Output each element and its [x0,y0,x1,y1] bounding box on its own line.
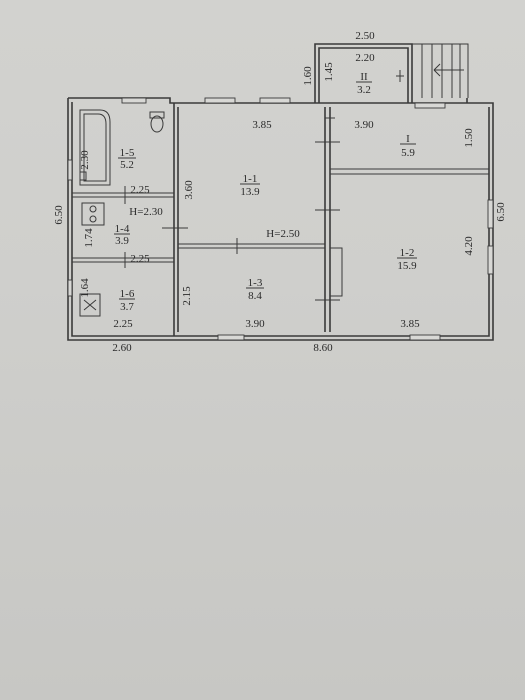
room-area: 5.2 [120,159,134,171]
dim-label: 6.50 [53,205,65,225]
room-label-1-1: 1-1 13.9 [240,173,260,198]
interior-walls [72,103,489,336]
dim-label: 3.90 [245,318,265,330]
room-id: 1-1 [243,173,258,185]
toilet-icon [149,111,165,133]
room-id: I [406,133,410,145]
outer-walls [67,43,494,341]
dimensions: 2.50 2.20 1.60 1.45 3.85 3.90 1.50 3.60 … [53,30,507,354]
dim-label: 2.25 [130,184,150,196]
room-label-1-6: 1-6 3.7 [119,288,135,313]
dim-label: 3.85 [252,119,272,131]
dim-label: 1.50 [463,128,475,148]
dim-label: 2.20 [355,52,375,64]
bathtub-icon [79,109,111,186]
doors [124,70,404,301]
room-area: 8.4 [248,290,262,302]
dim-label: 2.50 [355,30,375,42]
window-top-3 [259,97,291,104]
dim-label: 2.25 [130,253,150,265]
room-id: 1-6 [120,288,135,300]
dim-label: 3.90 [354,119,374,131]
dim-label: 2.30 [79,150,91,170]
window-left-2 [67,279,73,297]
room-label-1-3: 1-3 8.4 [246,277,264,302]
window-right-1 [487,199,494,229]
room-area: 3.2 [357,84,371,96]
room-area: 3.7 [120,301,134,313]
window-bottom-1 [217,334,245,341]
room-label-1-5: 1-5 5.2 [118,147,136,171]
dim-label: 3.85 [400,318,420,330]
dim-label: 8.60 [313,342,333,354]
room-area: 3.9 [115,235,129,247]
dim-label: 2.60 [112,342,132,354]
dim-label: H=2.30 [129,206,163,218]
window-top-1 [121,97,147,104]
room-id: 1-2 [400,247,415,259]
windows [67,97,494,341]
sink-icon [79,171,87,181]
dim-label: 1.64 [79,278,91,298]
dim-label: 3.60 [183,180,195,200]
dim-label: 2.15 [181,286,193,306]
window-left-1 [67,159,73,181]
room-label-I: I 5.9 [400,133,416,159]
room-id: 1-3 [248,277,263,289]
room-id: II [360,71,368,83]
room-area: 13.9 [240,186,260,198]
window-bottom-2 [409,334,441,341]
dim-label: 4.20 [463,236,475,256]
window-top-2 [204,97,236,104]
dim-label: H=2.50 [266,228,300,240]
room-label-1-4: 1-4 3.9 [114,223,130,247]
dim-label: 2.25 [113,318,133,330]
dim-label: 6.50 [495,202,507,222]
room-area: 5.9 [401,147,415,159]
room-label-1-2: 1-2 15.9 [397,247,417,272]
room-label-II: II 3.2 [356,71,372,96]
room-id: 1-4 [115,223,130,235]
dim-label: 1.45 [323,62,335,82]
dim-label: 1.60 [302,66,314,86]
window-right-2 [487,245,494,275]
stove-icon [81,202,105,226]
dim-label: 1.74 [83,228,95,248]
boiler-icon [79,293,101,317]
window-top-4 [414,102,446,109]
room-area: 15.9 [397,260,417,272]
room-id: 1-5 [120,147,135,159]
